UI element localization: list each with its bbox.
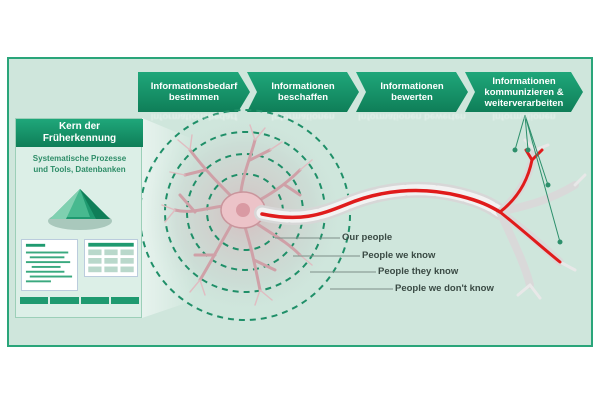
step-reflection: Informationen beschaffen <box>271 112 335 122</box>
label-people-they-know: People they know <box>378 266 459 277</box>
tools-wheel-thumbnail <box>48 189 112 230</box>
step-informationsbedarf: Informationsbedarf bestimmen <box>138 72 250 112</box>
step-reflection: Informationen bewerten <box>358 112 466 122</box>
step-kommunizieren: Informationen kommunizieren & weitervera… <box>465 72 583 112</box>
step-label: Informationsbedarf bestimmen <box>150 81 238 103</box>
panel-title: Kern der Früherkennung <box>16 119 143 147</box>
label-leaders <box>275 237 393 290</box>
step-reflection: Informationsbedarf bestimmen <box>150 112 238 122</box>
step-label: Informationen kommunizieren & weitervera… <box>484 75 564 109</box>
connector-lines <box>512 114 563 245</box>
step-reflection: Informationen kommunizieren & weitervera… <box>492 112 556 122</box>
step-label: Informationen bewerten <box>380 81 444 103</box>
database-thumbnail <box>84 239 138 277</box>
signal-path <box>260 188 502 220</box>
document-thumbnail <box>21 239 78 291</box>
left-panel: Kern der Früherkennung Systematische Pro… <box>15 118 143 318</box>
nucleus <box>236 203 250 217</box>
step-bewerten: Informationen bewerten <box>356 72 468 112</box>
step-label: Informationen beschaffen <box>271 81 335 103</box>
label-our-people: Our people <box>342 232 393 243</box>
step-beschaffen: Informationen beschaffen <box>247 72 359 112</box>
panel-step-bar <box>20 297 139 304</box>
fine-dendrites <box>161 124 313 306</box>
label-people-we-dont-know: People we don't know <box>395 283 494 294</box>
circle-people-we-dont-know <box>139 109 351 321</box>
label-people-we-know: People we know <box>362 250 436 261</box>
panel-subtitle: Systematische Prozesse und Tools, Datenb… <box>32 154 127 174</box>
